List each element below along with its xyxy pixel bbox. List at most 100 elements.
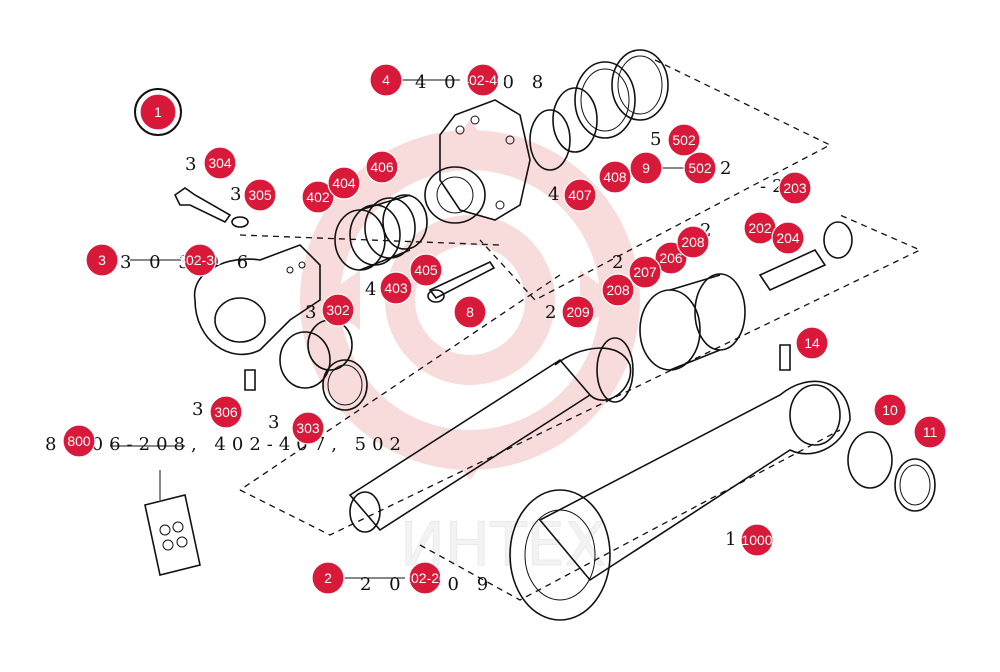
head-seals <box>529 49 669 171</box>
part-marker-208[interactable]: 208 <box>676 225 710 259</box>
marker-number: 204 <box>776 230 800 246</box>
bushing-10 <box>847 431 936 512</box>
marker-number: 404 <box>332 175 356 191</box>
marker-dot <box>183 243 217 277</box>
label-1000: 1 <box>725 529 742 550</box>
part-marker-1000[interactable]: 1000 <box>740 523 774 557</box>
marker-dot <box>409 253 443 287</box>
marker-number: 4 <box>382 72 390 88</box>
marker-number: 402 <box>306 189 330 205</box>
marker-number: 303 <box>296 420 320 436</box>
marker-number: 10 <box>882 402 898 418</box>
marker-number: 306 <box>214 404 238 420</box>
marker-dot <box>62 424 96 458</box>
callout-markers: 1234891011142022032042062072082082093023… <box>62 63 947 595</box>
part-marker-203[interactable]: 203 <box>778 171 812 205</box>
marker-number: 8 <box>466 304 474 320</box>
part-marker-206[interactable]: 206 <box>654 241 688 275</box>
marker-dot <box>601 273 635 307</box>
marker-number: 402-40 <box>461 72 505 88</box>
label-209: 2 <box>545 302 562 323</box>
part-marker-303[interactable]: 303 <box>291 411 325 445</box>
marker-number: 302 <box>326 302 350 318</box>
marker-dot <box>629 151 663 185</box>
part-marker-209[interactable]: 209 <box>561 295 595 329</box>
part-marker-1[interactable]: 1 <box>139 93 177 131</box>
marker-number: 305 <box>248 187 272 203</box>
part-marker-10[interactable]: 10 <box>873 393 907 427</box>
part-marker-208[interactable]: 208 <box>601 273 635 307</box>
marker-1-ring <box>134 88 182 136</box>
part-marker-8[interactable]: 8 <box>453 295 487 329</box>
part-marker-502[interactable]: 502 <box>683 151 717 185</box>
marker-number: 207 <box>633 264 657 280</box>
label-306: 3 <box>192 399 209 420</box>
marker-dot <box>795 326 829 360</box>
part-marker-11[interactable]: 11 <box>913 415 947 449</box>
marker-number: 209 <box>566 304 590 320</box>
part-marker-502[interactable]: 502 <box>667 123 701 157</box>
part-marker-402-40[interactable]: 402-40 <box>461 63 505 97</box>
marker-dot <box>598 160 632 194</box>
bolt-304 <box>173 187 249 228</box>
marker-dot <box>85 243 119 277</box>
part-marker-2[interactable]: 2 <box>311 561 345 595</box>
marker-dot <box>683 151 717 185</box>
marker-number: 304 <box>208 155 232 171</box>
part-marker-202-20[interactable]: 202-20 <box>403 561 447 595</box>
marker-dot <box>628 255 662 289</box>
marker-number: 406 <box>370 159 394 175</box>
marker-number: 1000 <box>741 532 772 548</box>
part-marker-402[interactable]: 402 <box>301 180 335 214</box>
marker-number: 403 <box>384 280 408 296</box>
part-marker-302[interactable]: 302 <box>321 293 355 327</box>
marker-number: 203 <box>783 180 807 196</box>
label-303: 3 <box>268 412 285 433</box>
label-407: 4 <box>548 184 565 205</box>
part-marker-302-30[interactable]: 302-30 <box>178 243 222 277</box>
marker-dot <box>369 63 403 97</box>
piston-206 <box>639 273 746 371</box>
part-marker-304[interactable]: 304 <box>203 146 237 180</box>
part-marker-404[interactable]: 404 <box>327 166 361 200</box>
marker-dot <box>365 150 399 184</box>
part-marker-4[interactable]: 4 <box>369 63 403 97</box>
marker-number: 202 <box>748 220 772 236</box>
piston-rod <box>348 337 634 533</box>
marker-dot <box>379 271 413 305</box>
marker-dot <box>321 293 355 327</box>
marker-number: 9 <box>642 160 650 176</box>
marker-dot <box>243 178 277 212</box>
marker-number: 502 <box>688 160 712 176</box>
marker-number: 208 <box>606 282 630 298</box>
marker-number: 1 <box>154 104 162 120</box>
part-marker-207[interactable]: 207 <box>628 255 662 289</box>
marker-number: 302-30 <box>178 252 222 268</box>
rod-head <box>424 99 531 224</box>
part-marker-3[interactable]: 3 <box>85 243 119 277</box>
marker-number: 3 <box>98 252 106 268</box>
piston-packing <box>334 194 428 271</box>
part-marker-406[interactable]: 406 <box>365 150 399 184</box>
marker-number: 206 <box>659 250 683 266</box>
marker-dot <box>408 561 442 595</box>
part-marker-407[interactable]: 407 <box>563 178 597 212</box>
marker-number: 502 <box>672 132 696 148</box>
part-marker-403[interactable]: 403 <box>379 271 413 305</box>
marker-dot <box>778 171 812 205</box>
part-marker-305[interactable]: 305 <box>243 178 277 212</box>
part-marker-202[interactable]: 202 <box>743 211 777 245</box>
part-marker-9[interactable]: 9 <box>629 151 663 185</box>
label-502: 5 <box>650 129 667 150</box>
marker-dot <box>301 180 335 214</box>
part-marker-14[interactable]: 14 <box>795 326 829 360</box>
part-marker-204[interactable]: 204 <box>771 221 805 255</box>
part-marker-405[interactable]: 405 <box>409 253 443 287</box>
part-marker-800[interactable]: 800 <box>62 424 96 458</box>
part-marker-306[interactable]: 306 <box>209 395 243 429</box>
part-marker-408[interactable]: 408 <box>598 160 632 194</box>
label-202: 2 <box>700 220 717 241</box>
marker-dot <box>311 561 345 595</box>
